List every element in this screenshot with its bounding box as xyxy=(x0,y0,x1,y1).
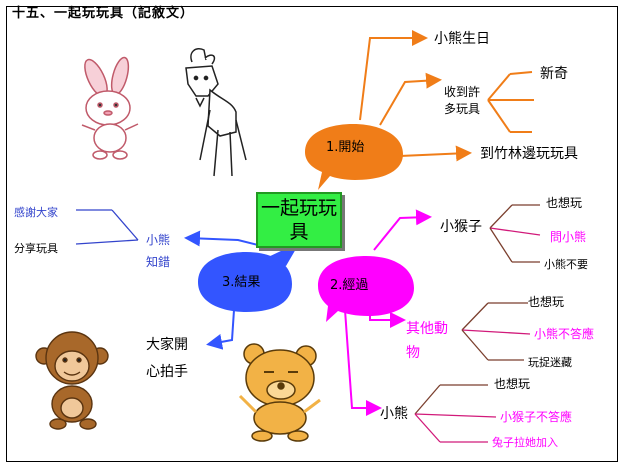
result-item-bear-line2: 知錯 xyxy=(146,255,171,269)
process-leaf-lines xyxy=(414,204,541,443)
central-topic-label: 一起玩玩具 xyxy=(260,197,337,243)
start-item-gifts-line2: 多玩具 xyxy=(444,102,481,116)
animals-item-wants: 也想玩 xyxy=(528,295,565,309)
animals-item-refuse: 小熊不答應 xyxy=(534,327,595,341)
result-connectors xyxy=(184,230,263,350)
bear-item-rabbit: 兔子拉她加入 xyxy=(492,436,558,449)
result-item-bear-line1: 小熊 xyxy=(146,233,171,247)
result-bubble-label: 3.結果 xyxy=(222,275,261,290)
bear-item-refuse: 小猴子不答應 xyxy=(500,410,573,424)
process-bubble xyxy=(318,256,414,322)
bear-item-wants: 也想玩 xyxy=(494,377,531,391)
monkey-icon xyxy=(35,331,109,430)
central-topic: 一起玩玩具 xyxy=(256,192,342,248)
start-item-birthday: 小熊生日 xyxy=(434,31,490,47)
start-bubble xyxy=(305,124,403,190)
result-item-thanks: 感謝大家 xyxy=(14,206,58,219)
monkey-item-refuse: 小熊不要 xyxy=(544,258,588,271)
bear-icon xyxy=(238,343,321,442)
process-bubble-label: 2.經過 xyxy=(330,278,369,293)
goat-icon xyxy=(185,48,247,177)
start-item-novel: 新奇 xyxy=(540,66,568,82)
result-item-clap-line1: 大家開 xyxy=(146,337,188,353)
start-item-bamboo: 到竹林邊玩玩具 xyxy=(480,146,578,162)
result-item-clap-line2: 心拍手 xyxy=(146,364,188,380)
result-bubble xyxy=(198,242,300,312)
start-item-gifts-line1: 收到許 xyxy=(444,85,481,99)
result-leaf-lines xyxy=(75,209,139,245)
rabbit-icon xyxy=(81,56,139,160)
process-group-monkey: 小猴子 xyxy=(440,219,482,235)
monkey-item-wants: 也想玩 xyxy=(546,196,583,210)
process-group-animals-line2: 物 xyxy=(406,345,420,361)
page-title: 十五、一起玩玩具（記敘文） xyxy=(12,6,195,21)
process-group-animals-line1: 其他動 xyxy=(406,321,448,337)
monkey-item-ask: 問小熊 xyxy=(550,230,587,244)
start-connectors xyxy=(359,30,534,164)
start-bubble-label: 1.開始 xyxy=(326,140,365,155)
animals-item-hide-seek: 玩捉迷藏 xyxy=(528,356,572,369)
process-group-bear: 小熊 xyxy=(380,406,408,422)
result-item-share: 分享玩具 xyxy=(14,242,58,255)
